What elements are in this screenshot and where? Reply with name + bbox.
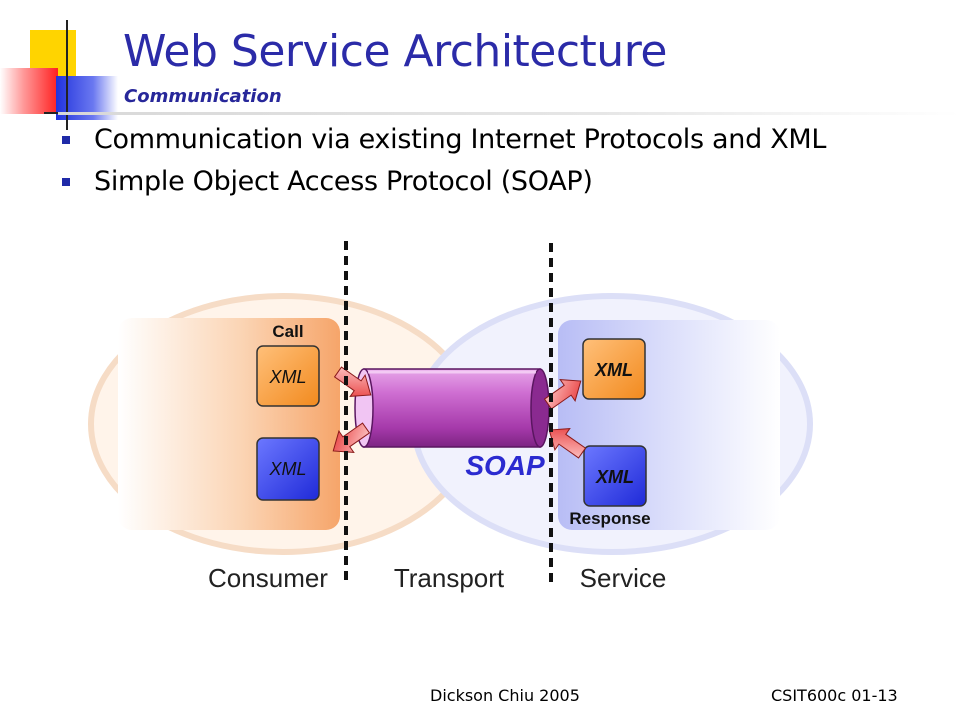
slide-subtitle: Communication bbox=[124, 86, 282, 107]
title-divider bbox=[58, 112, 960, 115]
call-arrow-out bbox=[543, 379, 582, 410]
zone-label-consumer: Consumer bbox=[208, 563, 328, 593]
footer-slide-number: CSIT600c 01-13 bbox=[771, 686, 898, 705]
service-xml-call-box bbox=[582, 338, 646, 400]
zone-label-service: Service bbox=[580, 563, 667, 593]
soap-label: SOAP bbox=[465, 450, 545, 481]
service-xml-call-text: XML bbox=[594, 360, 633, 380]
bullet-marker bbox=[62, 135, 70, 144]
corner-red-square bbox=[0, 68, 58, 114]
corner-decoration bbox=[0, 0, 130, 130]
bullet-item: Communication via existing Internet Prot… bbox=[62, 124, 826, 155]
service-xml-response-box bbox=[583, 445, 647, 507]
response-arrow-out bbox=[332, 422, 371, 453]
slide-title: Web Service Architecture bbox=[123, 26, 667, 77]
bullet-text: Simple Object Access Protocol (SOAP) bbox=[94, 166, 593, 197]
corner-horizontal-line bbox=[44, 112, 64, 114]
call-arrow-in bbox=[333, 366, 372, 397]
bullet-text: Communication via existing Internet Prot… bbox=[94, 124, 827, 155]
footer-author: Dickson Chiu 2005 bbox=[430, 686, 580, 705]
zone-label-transport: Transport bbox=[394, 563, 505, 593]
consumer-xml-response-text: XML bbox=[268, 459, 306, 479]
bullet-marker bbox=[62, 177, 70, 186]
call-label: Call bbox=[272, 322, 303, 341]
corner-vertical-line bbox=[66, 20, 68, 130]
consumer-xml-call-box bbox=[256, 345, 320, 407]
consumer-xml-response-box bbox=[256, 437, 320, 501]
soap-pipe bbox=[354, 368, 550, 448]
response-arrow-in bbox=[548, 428, 587, 459]
consumer-xml-call-text: XML bbox=[268, 367, 306, 387]
response-label: Response bbox=[569, 509, 650, 528]
bullet-item: Simple Object Access Protocol (SOAP) bbox=[62, 166, 593, 197]
service-xml-response-text: XML bbox=[595, 467, 634, 487]
